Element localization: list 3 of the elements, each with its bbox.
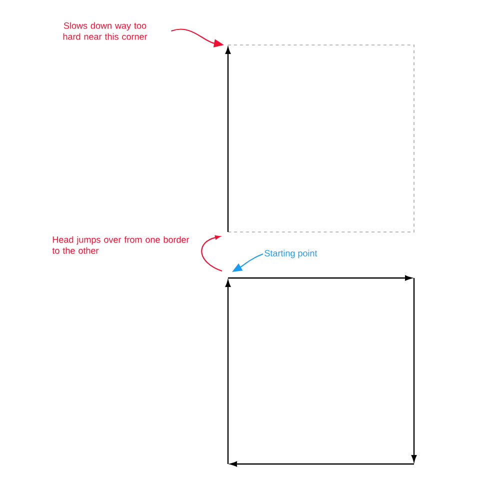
annotation-text: Starting point <box>264 250 318 258</box>
annotation-text: Head jumps over from one border to the other <box>52 236 190 254</box>
annotation-text: Slows down way too hard near this corner <box>63 22 148 40</box>
